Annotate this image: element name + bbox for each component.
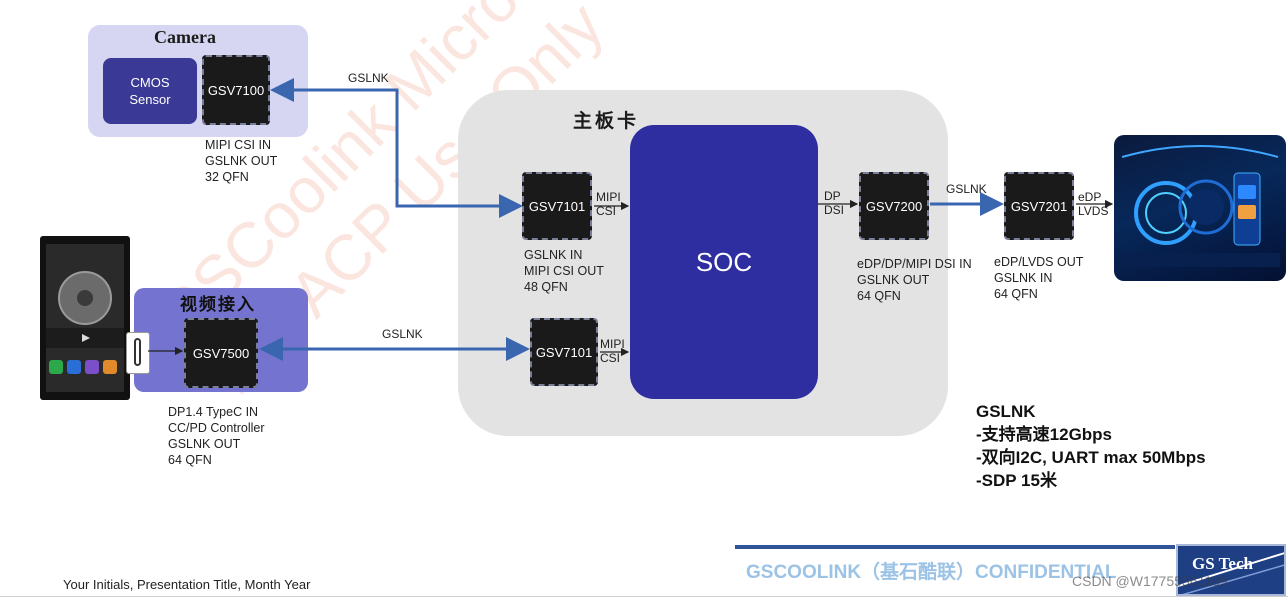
footer-divider [0, 596, 1288, 597]
display-link-label: GSLNK [946, 182, 987, 196]
camera-link-label: GSLNK [348, 71, 389, 85]
gs-tech-logo-text: GS Tech [1192, 554, 1253, 574]
confidential-bar [735, 545, 1175, 549]
confidential-banner: GSCOOLINK（基石酷联）CONFIDENTIAL [746, 557, 1117, 584]
feature-item: -双向I2C, UART max 50Mbps [976, 446, 1206, 469]
camera-link-line [273, 90, 520, 206]
features-block: GSLNK -支持高速12Gbps -双向I2C, UART max 50Mbp… [976, 400, 1206, 492]
features-title: GSLNK [976, 400, 1206, 423]
video-link-label: GSLNK [382, 327, 423, 341]
csdn-credit: CSDN @W17755561109 [1072, 573, 1228, 589]
feature-item: -SDP 15米 [976, 469, 1206, 492]
feature-item: -支持高速12Gbps [976, 423, 1206, 446]
footer-left-text: Your Initials, Presentation Title, Month… [63, 577, 310, 592]
